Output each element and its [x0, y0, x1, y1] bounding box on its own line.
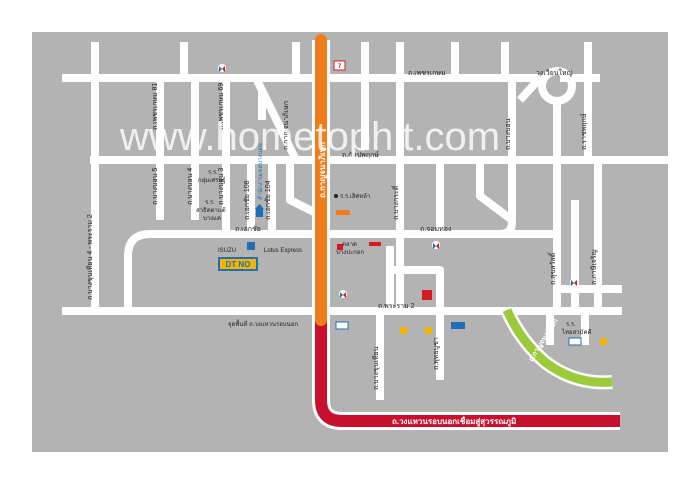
label-lotus: Lotus Express: [264, 248, 302, 254]
label-school2: ร.ร.: [205, 199, 215, 206]
label-kanchanaphisek-main: ถ.กาญจนาภิเษก: [318, 142, 328, 198]
label-highway-police: จุดพื้นที่ ถ.วงแหวนรอบนอก: [228, 318, 298, 328]
label-bangbon4: ถ.บางบอน 4: [187, 168, 194, 205]
label-ratchaphruek: ถ.ราชพฤกษ์: [580, 113, 588, 150]
watermark: www.hometophit.com: [119, 115, 500, 159]
label-district: สำนักงานเขตบางบอน: [257, 143, 264, 200]
label-ekkachai104: ถ.เอกชัย 104: [264, 180, 272, 220]
roundabout: [538, 67, 576, 105]
label-school1: ร.ร.: [208, 169, 218, 176]
shop-icon: [337, 244, 343, 250]
label-ekkachai: ถ.เอกชัย: [235, 225, 261, 233]
road-outer-ring: [315, 318, 620, 427]
label-outer-ring: ถ.วงแหวนรอบนอกเชื่อมสู่สุวรรณภูมิ: [392, 415, 516, 427]
road-chomthong-link: [440, 221, 516, 238]
shop-icon: [369, 242, 381, 246]
lotus-icon: [247, 242, 255, 250]
shop-icon: 7: [333, 60, 346, 71]
label-wongwian: วงเวียนใหญ่: [536, 68, 573, 77]
label-bangkhunthian: ถ.บางขุนเทียน: [372, 346, 380, 390]
label-market2: บางปะกอก: [336, 249, 364, 256]
shop-icon: [422, 290, 432, 300]
road-market-loop: [390, 266, 444, 311]
label-phetkasem69: ถ.เพชรเกษม 69: [218, 83, 225, 130]
label-school3: ร.ร.เลิศหล้า: [340, 193, 370, 200]
fuel-icon: [400, 327, 407, 334]
carrefour-icon: [432, 241, 440, 249]
label-phetkasem81: ถ.เพชรเกษม 81: [152, 83, 159, 130]
carrefour-icon: [570, 278, 578, 286]
label-market: ตลาด: [342, 242, 357, 248]
label-school2c: บางแค: [203, 216, 221, 222]
label-mb2: ไทยสามัคคี: [561, 328, 592, 336]
road-ekkachai-curve: [124, 230, 151, 311]
shop-icon: [336, 210, 350, 215]
label-kanchanaphisek-soi: ถ.กาญจนาภิเษก: [282, 101, 290, 150]
label-school1b: กลุ่มเศรษฐ์: [198, 176, 226, 184]
bank-icon: [335, 321, 349, 330]
label-soi-small: ถ.บางบอน: [505, 118, 512, 150]
fuel-icon: [425, 327, 432, 334]
project-sign: DT NO: [218, 257, 258, 271]
landmark-icon: [255, 204, 264, 217]
road-kanchanaphisek-soi: [286, 160, 320, 218]
label-rama2: ถ.พระราม 2: [378, 303, 415, 310]
road-kanchanaphisek-link: [502, 308, 613, 387]
label-bangkhunthian-rama2: ถ.บางขุนเทียน 4 - พระราม 2: [86, 214, 94, 300]
label-bang-kradi: ถ.บางกระดี่: [391, 186, 400, 220]
bank-icon: [451, 322, 465, 329]
road-northeast-link: [476, 78, 516, 224]
carrefour-icon: [339, 290, 347, 298]
label-mb: ร.ร.: [566, 321, 576, 328]
svg-text:7: 7: [338, 64, 342, 70]
label-ekkachai108: ถ.เอกชัย 108: [243, 180, 251, 220]
label-isuzu: ISUZU: [218, 248, 236, 254]
bank-icon: [568, 337, 582, 346]
label-phuttha-bucha: ถ.พุทธบูชา: [433, 337, 440, 370]
landmark-icon: [334, 194, 338, 198]
label-bangbon3: ถ.บางบอน 3: [218, 168, 225, 205]
label-phetkasem: ถ.เพชรเกษม: [408, 70, 446, 77]
label-bangbon5: ถ.บางบอน 5: [152, 168, 159, 205]
label-sukhumvit: ถ.สุขสวัสดิ์: [547, 251, 557, 285]
label-chomthong: ถ.จอมทอง: [420, 226, 451, 233]
label-phasi-charoen: ถ.ภาษีเจริญ: [590, 249, 598, 285]
project-name: DT NO: [226, 260, 251, 269]
fuel-icon: [600, 338, 607, 345]
label-school2b: สาธิตตาแต้: [196, 207, 226, 214]
carrefour-icon: [218, 64, 226, 72]
road-roundabout-link: [517, 75, 543, 103]
label-kanlapaphruek: ถ.กัลปพฤกษ์: [342, 151, 379, 159]
